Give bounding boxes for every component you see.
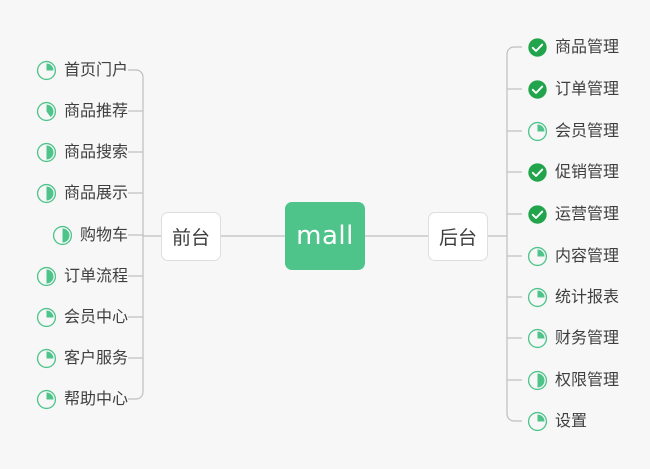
leaf-item-backend-4[interactable]: 运营管理 [527,200,619,228]
leaf-item-frontend-7[interactable]: 客户服务 [36,344,128,372]
leaf-item-label: 会员管理 [555,121,620,140]
leaf-item-frontend-0[interactable]: 首页门户 [36,56,128,84]
leaf-item-frontend-4[interactable]: 购物车 [52,221,128,249]
leaf-item-frontend-5[interactable]: 订单流程 [36,262,128,290]
root-node-label: mall [296,221,354,251]
branch-node-backend[interactable]: 后台 [428,212,488,261]
check-circle-icon [527,162,548,183]
pie-progress-icon [527,121,548,142]
pie-progress-icon [52,225,73,246]
leaf-item-backend-0[interactable]: 商品管理 [527,33,619,61]
leaf-item-label: 客户服务 [63,348,128,367]
pie-progress-icon [36,348,57,369]
leaf-item-backend-8[interactable]: 权限管理 [527,366,619,394]
leaf-item-label: 财务管理 [555,328,620,347]
leaf-item-label: 商品推荐 [63,101,128,120]
leaf-item-backend-1[interactable]: 订单管理 [527,75,619,103]
leaf-item-label: 商品展示 [63,183,128,202]
leaf-item-label: 订单流程 [63,266,128,285]
leaf-item-backend-7[interactable]: 财务管理 [527,324,619,352]
leaf-item-label: 帮助中心 [63,389,128,408]
branch-node-frontend[interactable]: 前台 [161,212,221,261]
pie-progress-icon [36,101,57,122]
pie-progress-icon [527,328,548,349]
leaf-item-label: 促销管理 [555,162,620,181]
leaf-item-label: 订单管理 [555,79,620,98]
leaf-item-backend-5[interactable]: 内容管理 [527,242,619,270]
pie-progress-icon [527,246,548,267]
leaf-item-frontend-3[interactable]: 商品展示 [36,179,128,207]
leaf-item-label: 内容管理 [555,246,620,265]
pie-progress-icon [36,60,57,81]
leaf-item-frontend-8[interactable]: 帮助中心 [36,385,128,413]
leaf-item-label: 商品管理 [555,37,620,56]
leaf-item-frontend-1[interactable]: 商品推荐 [36,97,128,125]
leaf-item-frontend-2[interactable]: 商品搜索 [36,138,128,166]
leaf-item-label: 购物车 [79,225,128,244]
leaf-item-backend-2[interactable]: 会员管理 [527,117,619,145]
leaf-item-label: 会员中心 [63,307,128,326]
pie-progress-icon [527,411,548,432]
leaf-item-backend-6[interactable]: 统计报表 [527,283,619,311]
branch-node-label-frontend: 前台 [171,227,210,249]
leaf-item-label: 首页门户 [63,60,128,79]
root-node-mall[interactable]: mall [285,202,365,270]
pie-progress-icon [36,389,57,410]
leaf-item-frontend-6[interactable]: 会员中心 [36,303,128,331]
pie-progress-icon [36,307,57,328]
pie-progress-icon [527,287,548,308]
pie-progress-icon [36,142,57,163]
pie-progress-icon [36,266,57,287]
check-circle-icon [527,204,548,225]
leaf-item-backend-9[interactable]: 设置 [527,407,587,435]
leaf-item-backend-3[interactable]: 促销管理 [527,158,619,186]
leaf-item-label: 设置 [555,411,588,430]
pie-progress-icon [527,370,548,391]
leaf-item-label: 统计报表 [555,287,620,306]
leaf-item-label: 商品搜索 [63,142,128,161]
pie-progress-icon [36,183,57,204]
branch-node-label-backend: 后台 [438,227,477,249]
check-circle-icon [527,79,548,100]
leaf-item-label: 运营管理 [555,204,620,223]
leaf-item-label: 权限管理 [555,370,620,389]
check-circle-icon [527,37,548,58]
